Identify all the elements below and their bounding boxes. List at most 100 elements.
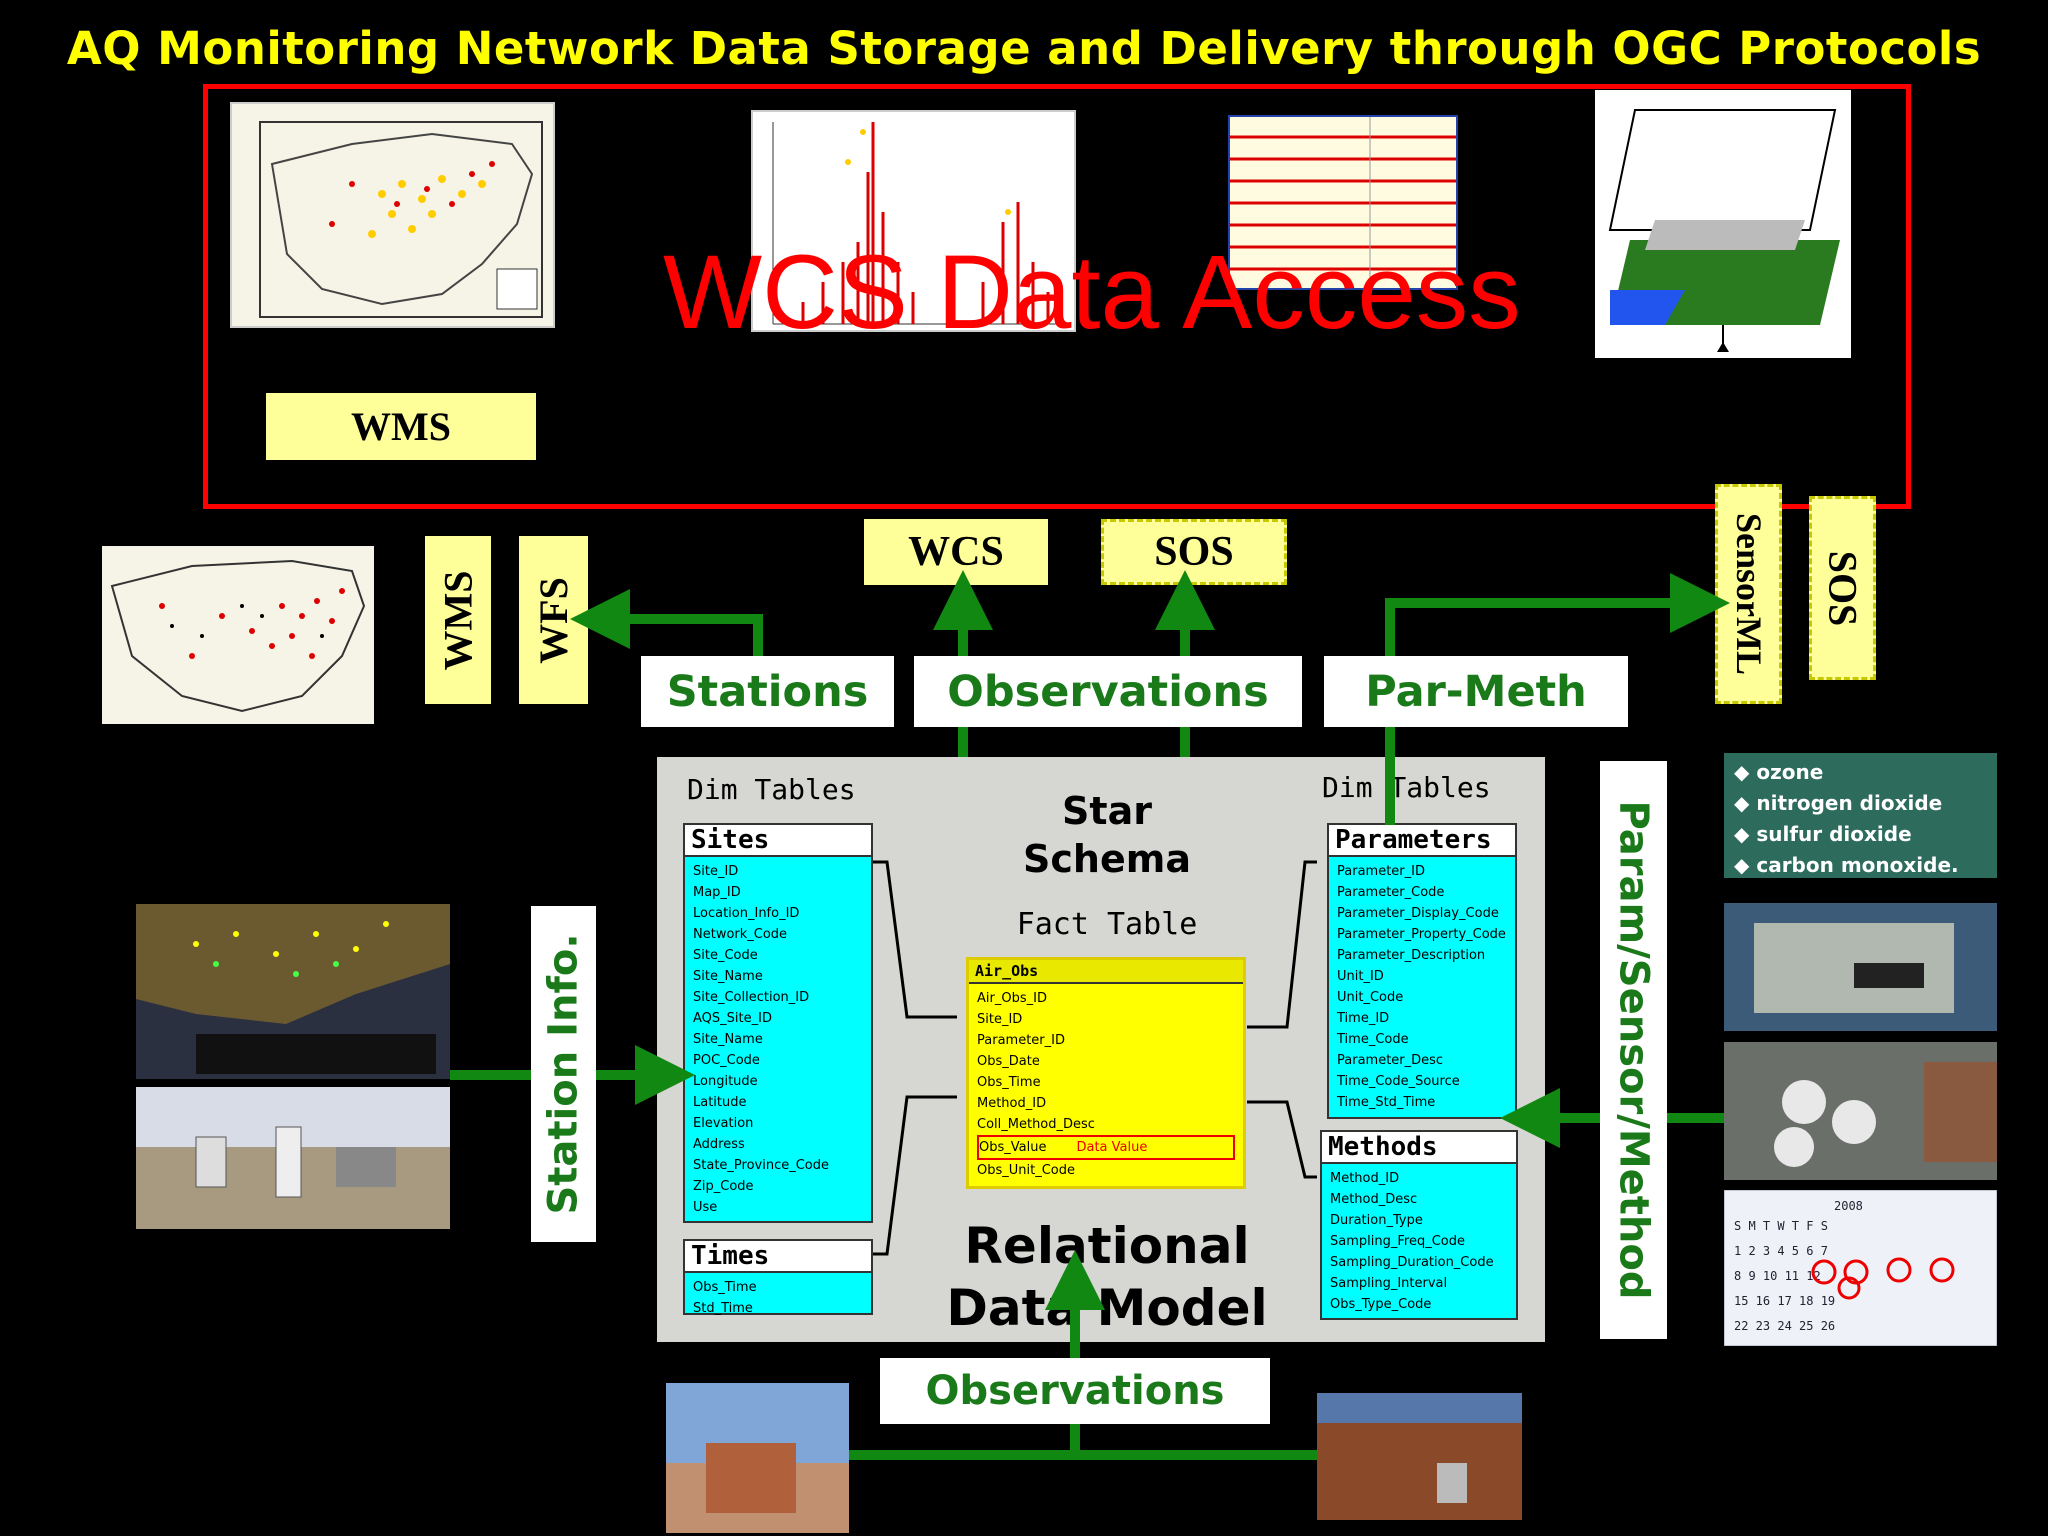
schema-relationship-lines: [873, 860, 1317, 1256]
sites-table-row: Use: [693, 1200, 718, 1215]
sites-table-row: Zip_Code: [693, 1179, 754, 1194]
parameters-table-row: Parameter_ID: [1337, 864, 1425, 879]
times-table-row: Obs_Time: [693, 1280, 757, 1295]
sensor-filters-photo: [1724, 1042, 1997, 1180]
page-title: AQ Monitoring Network Data Storage and D…: [66, 22, 1982, 75]
sos-service-label: SOS: [1154, 529, 1234, 575]
station-map-thumbnail: [102, 546, 374, 724]
fact-table-row: Site_ID: [977, 1012, 1023, 1027]
svg-text:15 16 17 18 19: 15 16 17 18 19: [1734, 1294, 1835, 1308]
fact-table-header: Air_Obs: [969, 960, 1243, 984]
observations-top-label: Observations: [947, 666, 1269, 717]
fact-table-label: Fact Table: [1016, 907, 1198, 942]
sites-table-row: State_Province_Code: [693, 1158, 830, 1173]
sos-side-box[interactable]: SOS: [1809, 496, 1876, 680]
times-table-row: Std_Time: [693, 1301, 753, 1316]
svg-text:S M T W T F S: S M T W T F S: [1734, 1219, 1828, 1233]
sites-table-row: Site_Name: [693, 1032, 763, 1047]
parameters-table-row: Unit_ID: [1337, 969, 1384, 984]
methods-table-row: Method_ID: [1330, 1171, 1400, 1186]
fact-table-row: Method_ID: [977, 1096, 1047, 1111]
us-site-map-thumbnail: [230, 102, 555, 328]
parameters-table-row: Parameter_Property_Code: [1337, 927, 1506, 942]
observations-bottom-label: Observations: [925, 1368, 1225, 1414]
methods-table-row: Method_Desc: [1330, 1192, 1418, 1207]
parameters-table-row: Unit_Code: [1337, 990, 1404, 1005]
sites-table-row: Latitude: [693, 1095, 747, 1110]
fact-table-row: Obs_Unit_Code: [977, 1163, 1076, 1178]
wms-side-box[interactable]: WMS: [425, 536, 491, 704]
dim-tables-left-label: Dim Tables: [687, 773, 856, 806]
dim-tables-right-label: Dim Tables: [1322, 771, 1491, 804]
sites-table-header: Sites: [685, 825, 871, 857]
3d-terrain-thumbnail: [1595, 90, 1851, 358]
relational-data-model-label: Relational Data Model: [946, 1217, 1268, 1337]
sites-table-row: Elevation: [693, 1116, 754, 1131]
wms-service-box[interactable]: WMS: [266, 393, 536, 460]
pollutant-item: carbon monoxide.: [1734, 850, 1987, 881]
times-table-header: Times: [685, 1241, 871, 1273]
time-series-chart-thumbnail: [751, 110, 1076, 332]
monitoring-station-photo: [136, 1087, 450, 1229]
pollutant-list: ozonenitrogen dioxidesulfur dioxidecarbo…: [1724, 753, 1997, 878]
fact-table-row: Coll_Method_Desc: [977, 1117, 1095, 1132]
sites-table-row: Site_ID: [693, 864, 739, 879]
data-value-label: Data Value: [1076, 1140, 1148, 1155]
par-meth-label: Par-Meth: [1365, 666, 1587, 717]
parameters-table-row: Parameter_Code: [1337, 885, 1445, 900]
parameters-table-row: Parameter_Display_Code: [1337, 906, 1499, 921]
sites-table-row: Location_Info_ID: [693, 906, 800, 921]
pollutant-item: nitrogen dioxide: [1734, 788, 1987, 819]
methods-table-header: Methods: [1322, 1132, 1516, 1164]
fact-table-row: Obs_Date: [977, 1054, 1040, 1069]
field-station-photo: [666, 1383, 849, 1533]
par-meth-label-box: Par-Meth: [1324, 656, 1628, 727]
calendar-thumbnail: 2008 S M T W T F S 1 2 3 4 5 6 7 8 9 10 …: [1724, 1190, 1997, 1346]
sites-table-row: Site_Collection_ID: [693, 990, 810, 1005]
wcs-data-access-label: WCS Data Access: [663, 234, 1521, 351]
station-network-map-photo: [136, 904, 450, 1079]
sites-table-row: Address: [693, 1137, 745, 1152]
fact-table-row: Air_Obs_ID: [977, 991, 1047, 1006]
svg-text:2008: 2008: [1834, 1199, 1863, 1213]
parameters-table-header: Parameters: [1329, 825, 1515, 857]
wms-service-label: WMS: [351, 404, 451, 449]
parameters-table-row: Parameter_Description: [1337, 948, 1486, 963]
wcs-service-label: WCS: [908, 529, 1004, 575]
canyon-site-photo: [1317, 1393, 1522, 1520]
sites-table-row: POC_Code: [693, 1053, 760, 1068]
stations-label: Stations: [666, 666, 869, 717]
pollutant-item: ozone: [1734, 757, 1987, 788]
svg-text:8 9 10 11 12: 8 9 10 11 12: [1734, 1269, 1821, 1283]
methods-table-row: Sampling_Interval: [1330, 1276, 1448, 1291]
parameters-table-row: Time_Std_Time: [1337, 1095, 1436, 1110]
methods-table-row: Sampling_Freq_Code: [1330, 1234, 1465, 1249]
parameters-table-row: Time_Code: [1337, 1032, 1409, 1047]
svg-text:1 2 3 4 5 6 7: 1 2 3 4 5 6 7: [1734, 1244, 1828, 1258]
analyzer-instrument-photo: [1724, 903, 1997, 1031]
svg-text:22 23 24 25 26: 22 23 24 25 26: [1734, 1319, 1835, 1333]
parameters-table-row: Time_Code_Source: [1337, 1074, 1460, 1089]
pollutant-item: sulfur dioxide: [1734, 819, 1987, 850]
star-schema-label: Star Schema: [1023, 789, 1191, 881]
param-sensor-method-label-box: Param/Sensor/Method: [1600, 761, 1667, 1339]
parameter-table-thumbnail: [1228, 115, 1458, 290]
sites-table-row: Map_ID: [693, 885, 741, 900]
parameters-table-row: Time_ID: [1337, 1011, 1390, 1026]
sites-table-row: Site_Code: [693, 948, 758, 963]
parameters-table-row: Parameter_Desc: [1337, 1053, 1444, 1068]
methods-table-row: Sampling_Duration_Code: [1330, 1255, 1494, 1270]
star-schema-panel: Dim Tables Dim Tables Star Schema Fact T…: [657, 757, 1545, 1342]
